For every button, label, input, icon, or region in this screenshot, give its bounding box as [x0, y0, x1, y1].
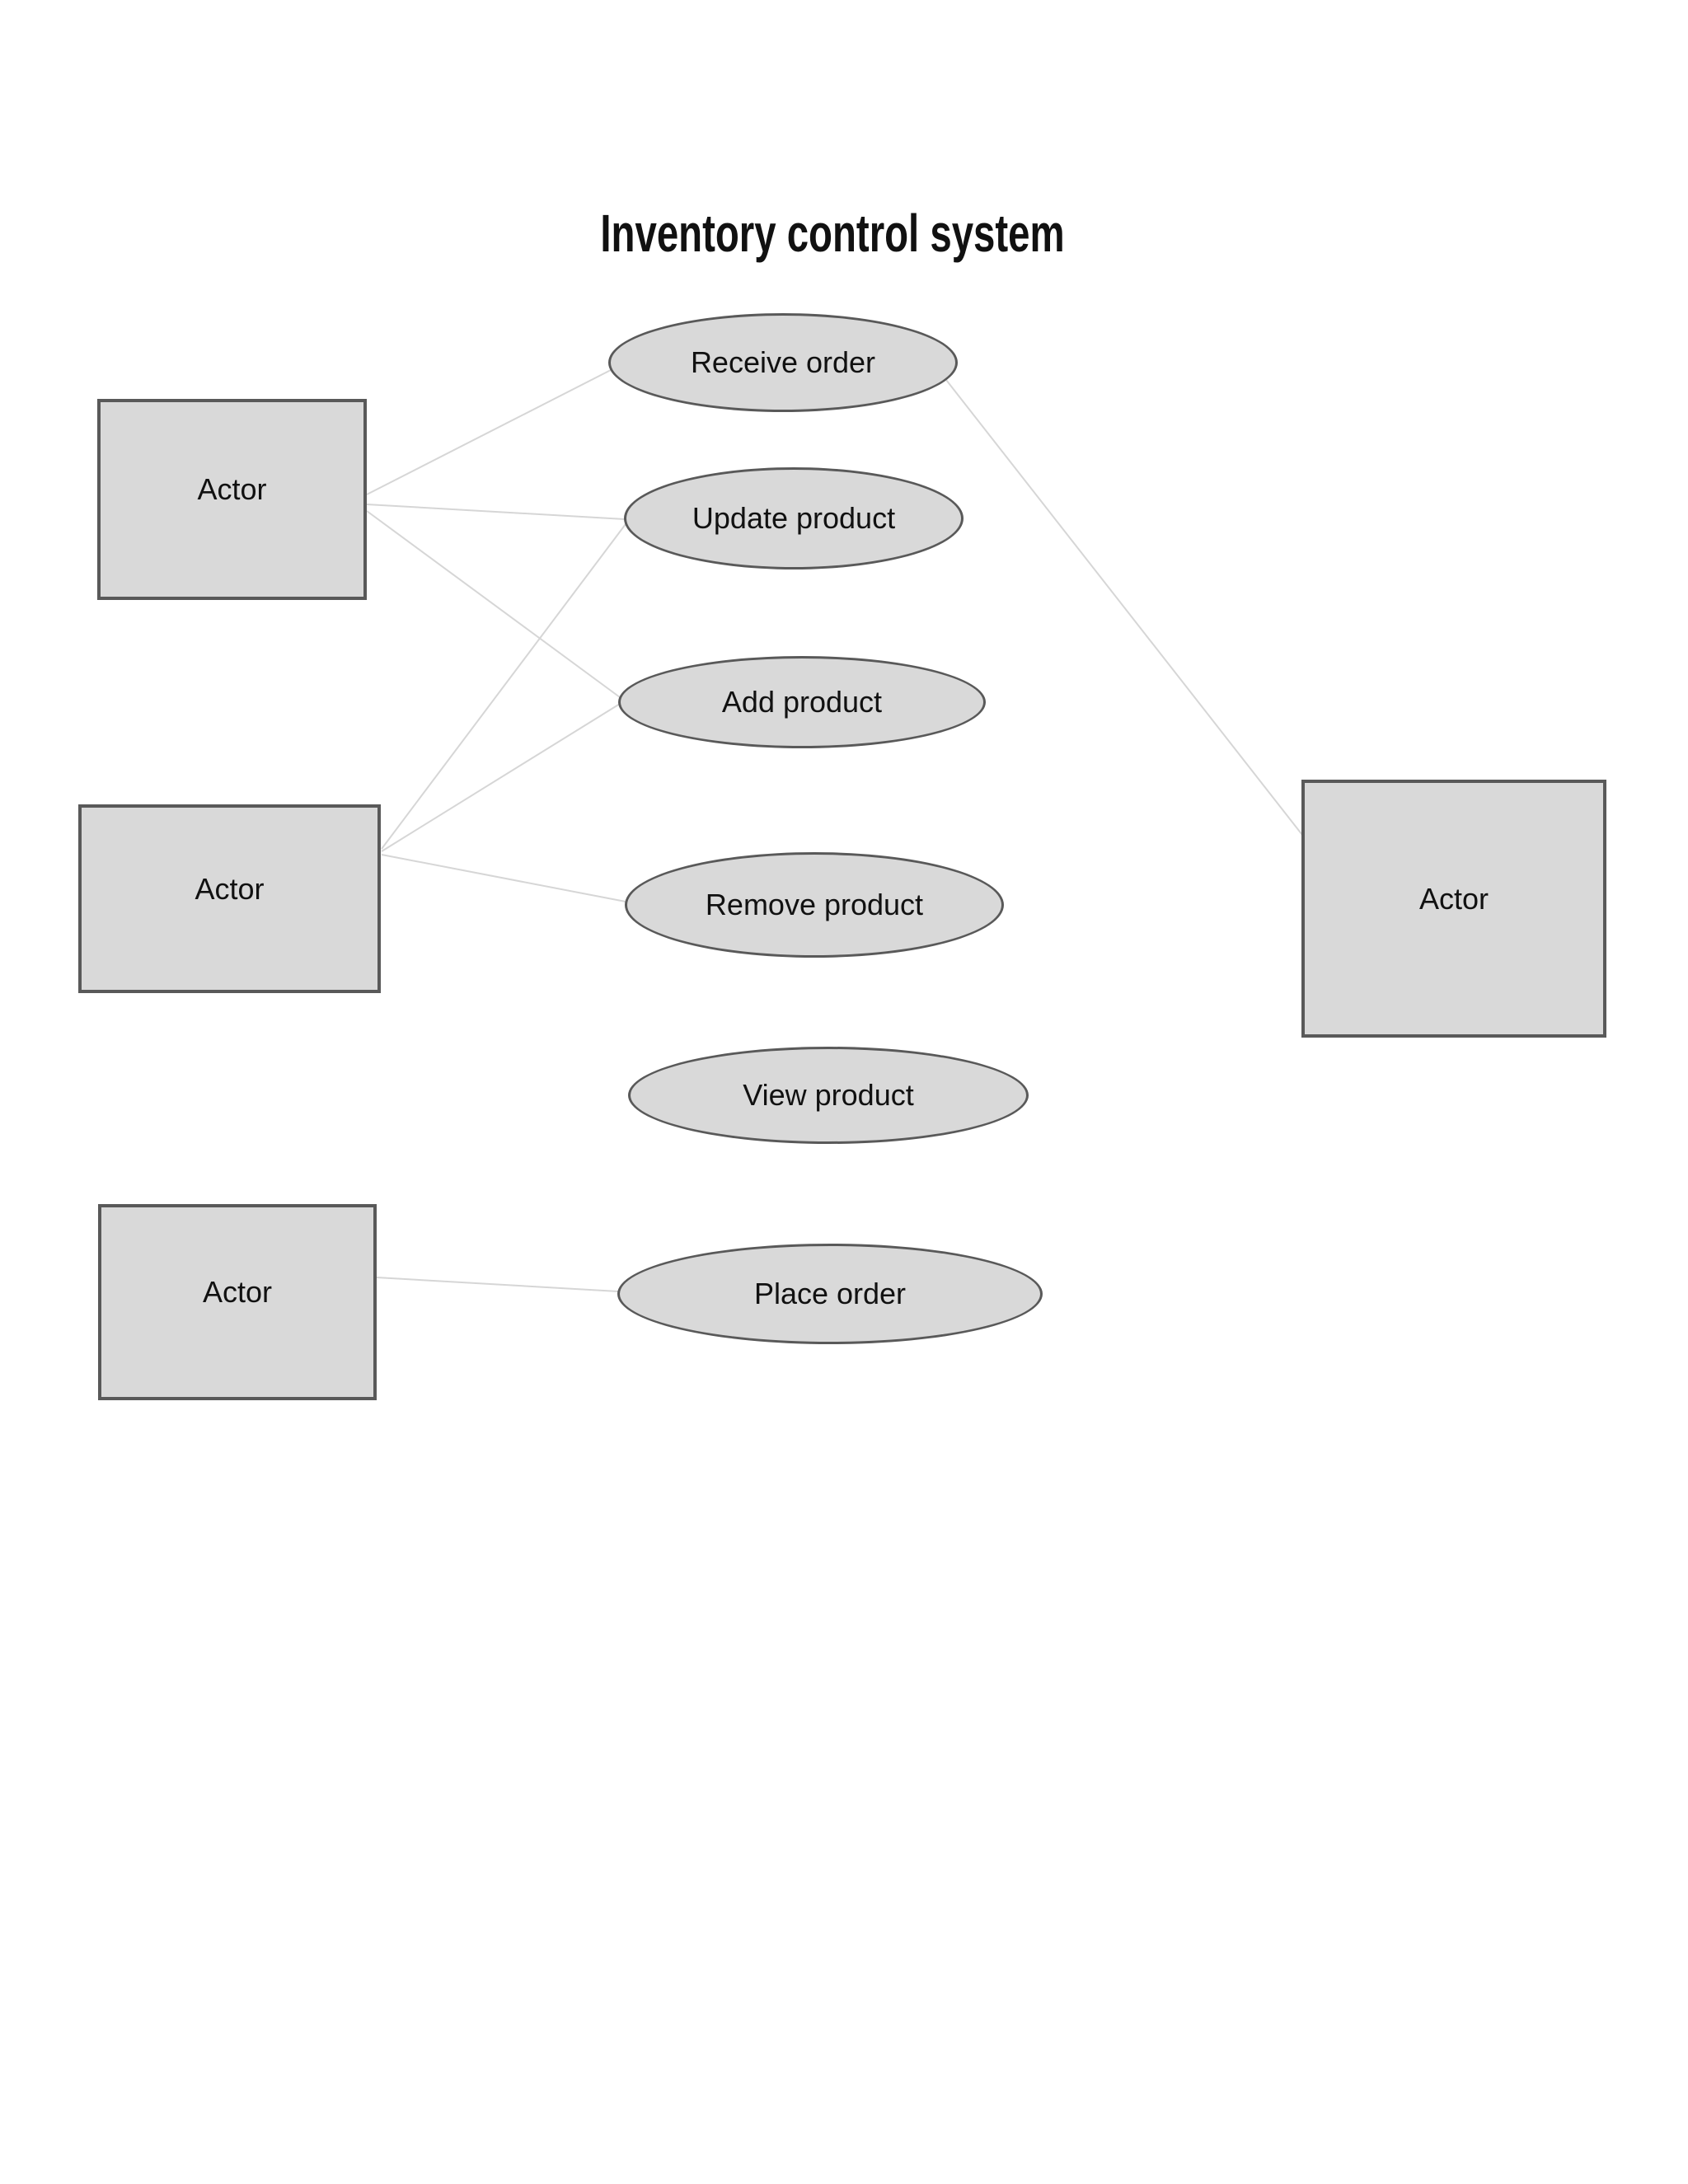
actor-label: Actor [195, 871, 265, 906]
usecase-node-view-product: View product [628, 1047, 1029, 1144]
usecase-node-update-product: Update product [624, 467, 964, 569]
usecase-label: Remove product [705, 888, 924, 921]
diagram-title: Inventory control system [600, 204, 1065, 263]
actor-node-middle-left: Actor [78, 804, 381, 993]
actor-label: Actor [1418, 881, 1489, 916]
edge-actor3-place-order [376, 1277, 619, 1292]
usecase-label: View product [743, 1078, 914, 1112]
actor-node-right: Actor [1301, 780, 1606, 1038]
actor-label: Actor [202, 1275, 273, 1309]
actor-node-top-left: Actor [97, 399, 367, 600]
edge-actor2-add-product [381, 703, 621, 852]
usecase-label: Place order [753, 1277, 907, 1310]
actor-label: Actor [197, 472, 267, 506]
edge-actor2-remove-product [381, 854, 626, 902]
usecase-label: Update product [692, 501, 896, 535]
edge-actor1-receive-order [366, 369, 612, 495]
usecase-node-receive-order: Receive order [608, 313, 958, 412]
edge-actor1-update-product [366, 504, 626, 520]
actor-node-bottom-left: Actor [98, 1204, 377, 1400]
edge-actor2-update-product [381, 523, 626, 850]
edge-receive-order-actor4 [945, 379, 1303, 836]
usecase-node-add-product: Add product [618, 656, 986, 748]
usecase-node-remove-product: Remove product [625, 852, 1004, 958]
usecase-node-place-order: Place order [617, 1244, 1043, 1344]
usecase-label: Receive order [690, 345, 876, 379]
edge-actor1-add-product [366, 510, 621, 698]
usecase-label: Add product [721, 685, 883, 719]
